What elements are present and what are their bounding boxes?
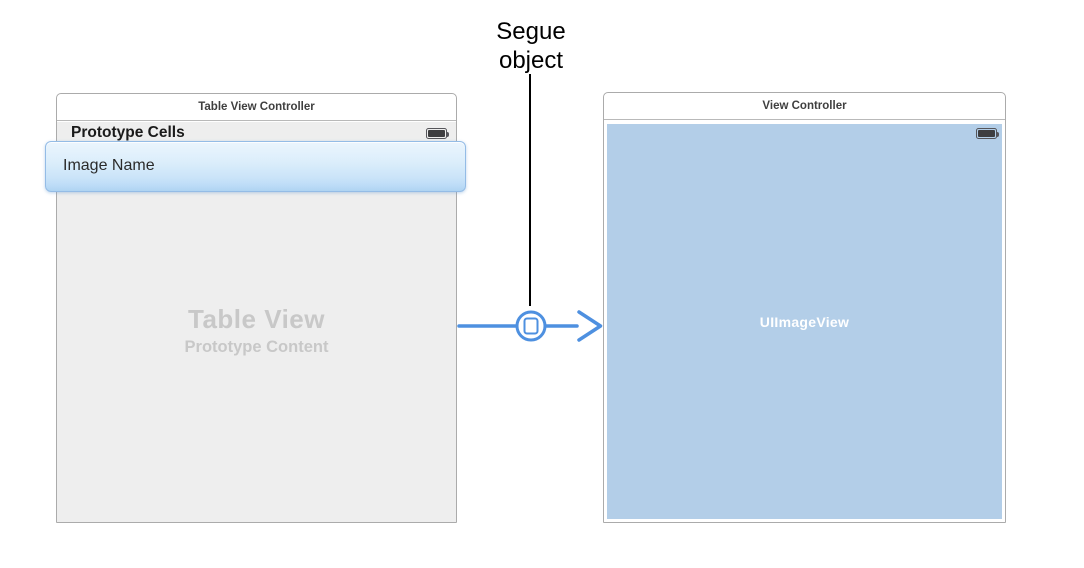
table-view-placeholder-title: Table View xyxy=(188,304,325,334)
segue-object-label: Segue object xyxy=(461,17,601,75)
battery-icon xyxy=(426,128,449,139)
table-view-controller-titlebar[interactable]: Table View Controller xyxy=(57,94,456,121)
battery-icon xyxy=(976,128,999,139)
segue-icon[interactable] xyxy=(455,303,605,349)
view-controller-title: View Controller xyxy=(762,100,847,112)
table-cell-image-name[interactable]: Image Name xyxy=(45,141,466,192)
table-cell-label: Image Name xyxy=(63,157,155,174)
image-view[interactable]: UIImageView xyxy=(607,124,1002,519)
table-view-placeholder: Table View Prototype Content xyxy=(57,304,456,357)
view-controller-titlebar[interactable]: View Controller xyxy=(604,93,1005,120)
segue-pointer-line xyxy=(529,74,531,306)
segue-object-label-line1: Segue xyxy=(496,18,566,45)
prototype-cells-label: Prototype Cells xyxy=(71,124,185,141)
image-view-label: UIImageView xyxy=(759,313,850,330)
segue-object-label-line2: object xyxy=(498,47,564,74)
view-controller-scene[interactable]: View Controller UIImageView xyxy=(603,92,1006,523)
table-view-controller-title: Table View Controller xyxy=(198,101,315,113)
table-view-placeholder-subtitle: Prototype Content xyxy=(184,338,329,356)
